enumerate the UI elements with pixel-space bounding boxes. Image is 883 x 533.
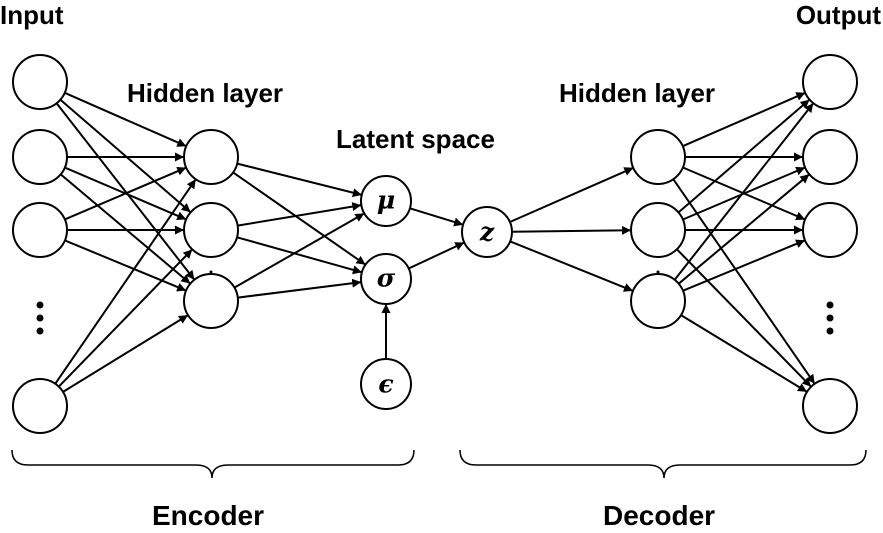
edge-hidden-2-to-mu xyxy=(233,212,365,289)
hidden-dot-mark-1 xyxy=(656,270,660,274)
edge-sigma-to-z xyxy=(408,241,465,270)
edge-z-to-hidden-1 xyxy=(511,225,632,235)
edge-z-to-hidden-0 xyxy=(509,166,634,223)
decoder-hidden-node-1 xyxy=(630,202,686,258)
edge-hidden-1-to-output-1 xyxy=(682,166,806,221)
edge-hidden-1-to-output-0 xyxy=(677,98,811,214)
z-symbol: z xyxy=(479,218,495,247)
input-node-1 xyxy=(12,129,68,185)
edge-input-0-to-hidden-2 xyxy=(55,102,196,281)
edge-z-to-hidden-2 xyxy=(509,240,634,292)
epsilon-symbol: ϵ xyxy=(378,370,393,399)
encoder-hidden-node-2 xyxy=(183,273,239,329)
sigma-symbol: σ xyxy=(377,264,396,293)
encoder-hidden-node-0 xyxy=(183,129,239,185)
edge-input-3-to-hidden-0 xyxy=(54,178,197,385)
mu-node xyxy=(360,175,412,227)
output-label: Output xyxy=(795,0,881,30)
input-label: Input xyxy=(0,0,64,30)
edge-hidden-1-to-mu xyxy=(237,202,362,227)
z-node xyxy=(461,206,513,258)
edge-input-3-to-hidden-1 xyxy=(58,248,193,388)
epsilon-node xyxy=(360,358,412,410)
edge-input-3-to-hidden-2 xyxy=(62,314,189,393)
edge-input-2-to-hidden-0 xyxy=(64,166,187,221)
hidden-dot-mark-0 xyxy=(209,270,213,274)
edge-hidden-0-to-output-0 xyxy=(682,91,806,148)
output-ellipsis-dots xyxy=(826,301,834,335)
connections xyxy=(54,91,816,393)
edge-hidden-1-to-sigma xyxy=(236,236,363,275)
edge-hidden-2-to-output-3 xyxy=(680,314,808,393)
output-node-3 xyxy=(802,378,858,434)
latent-space-label: Latent space xyxy=(336,124,495,154)
hidden-layer-left-label: Hidden layer xyxy=(127,78,284,108)
edge-hidden-2-to-output-1 xyxy=(678,173,810,285)
edge-hidden-0-to-mu xyxy=(236,162,363,198)
output-node-0 xyxy=(802,54,858,110)
edge-mu-to-z xyxy=(409,207,464,227)
decoder-hidden-node-2 xyxy=(630,273,686,329)
encoder-hidden-node-1 xyxy=(183,202,239,258)
input-node-3 xyxy=(12,378,68,434)
decoder-brace xyxy=(459,449,867,479)
output-node-1 xyxy=(802,129,858,185)
input-node-0 xyxy=(12,54,68,110)
edge-hidden-2-to-output-2 xyxy=(682,239,806,292)
input-node-2 xyxy=(12,202,68,258)
edge-hidden-1-to-output-3 xyxy=(676,248,812,388)
encoder-brace xyxy=(11,449,415,479)
edge-input-2-to-hidden-2 xyxy=(64,239,187,292)
encoder-label: Encoder xyxy=(152,500,265,531)
output-node-2 xyxy=(802,202,858,258)
edge-hidden-2-to-sigma xyxy=(237,278,362,299)
sigma-node xyxy=(360,253,412,305)
decoder-label: Decoder xyxy=(603,500,716,531)
hidden-layer-right-label: Hidden layer xyxy=(559,78,716,108)
edge-input-0-to-hidden-0 xyxy=(64,91,187,148)
edge-hidden-0-to-sigma xyxy=(232,171,367,266)
nodes xyxy=(12,54,858,434)
mu-symbol: μ xyxy=(377,186,395,215)
input-ellipsis-dots xyxy=(36,301,44,335)
decoder-hidden-node-0 xyxy=(630,129,686,185)
edge-hidden-2-to-output-0 xyxy=(673,102,815,281)
